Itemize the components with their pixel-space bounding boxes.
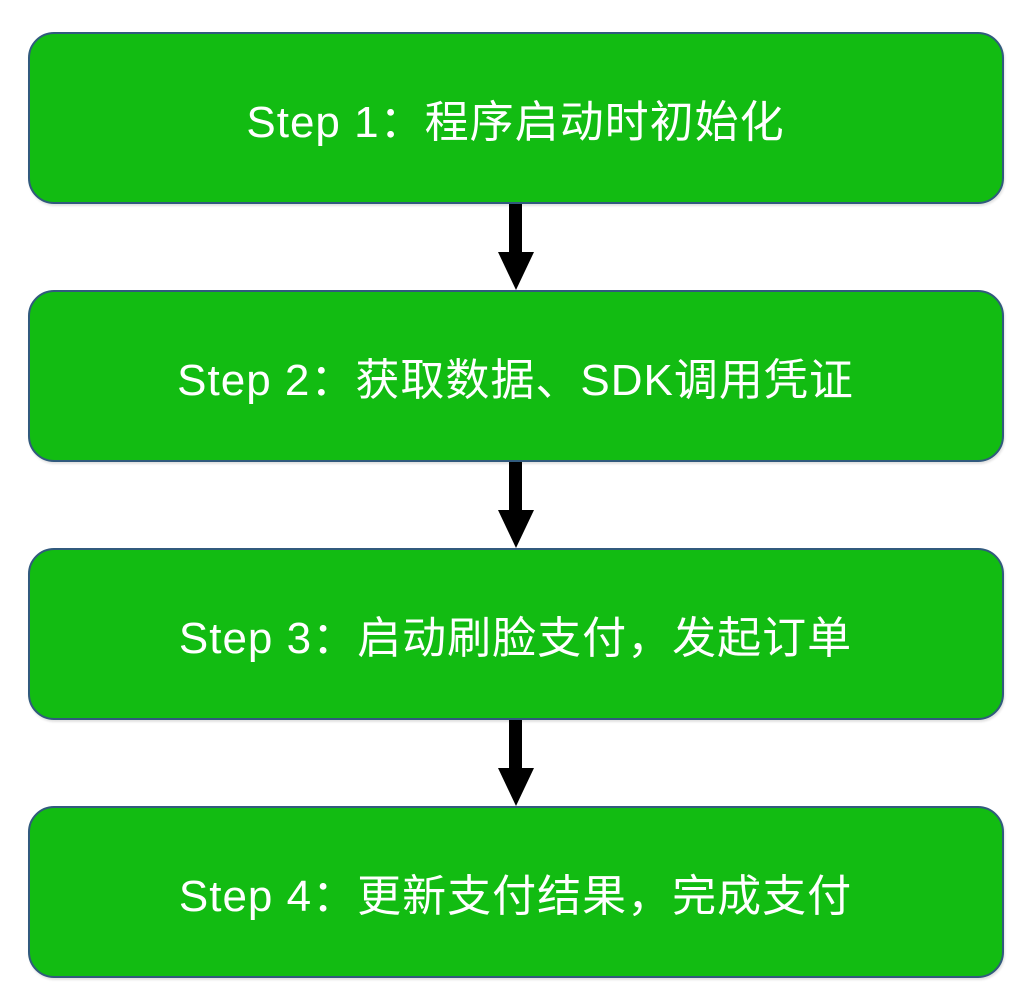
arrow-head-icon — [497, 252, 534, 290]
flow-step-2-node: Step 2：获取数据、SDK调用凭证 — [27, 290, 1004, 462]
connector-3 — [497, 720, 534, 806]
flow-step-1-label: Step 1：程序启动时初始化 — [246, 98, 785, 147]
connector-2 — [497, 462, 534, 548]
arrow-down-icon — [509, 462, 522, 510]
arrow-down-icon — [509, 720, 522, 768]
arrow-head-icon — [497, 510, 534, 548]
connector-1 — [497, 204, 534, 290]
flow-step-3-node: Step 3：启动刷脸支付，发起订单 — [27, 548, 1004, 720]
flow-step-4-label: Step 4：更新支付结果，完成支付 — [178, 872, 853, 921]
arrow-head-icon — [497, 768, 534, 806]
flow-step-4-node: Step 4：更新支付结果，完成支付 — [27, 806, 1004, 978]
flow-step-1-node: Step 1：程序启动时初始化 — [27, 32, 1004, 204]
flow-step-3-label: Step 3：启动刷脸支付，发起订单 — [178, 614, 853, 663]
flow-step-2-label: Step 2：获取数据、SDK调用凭证 — [177, 356, 854, 405]
arrow-down-icon — [509, 204, 522, 252]
